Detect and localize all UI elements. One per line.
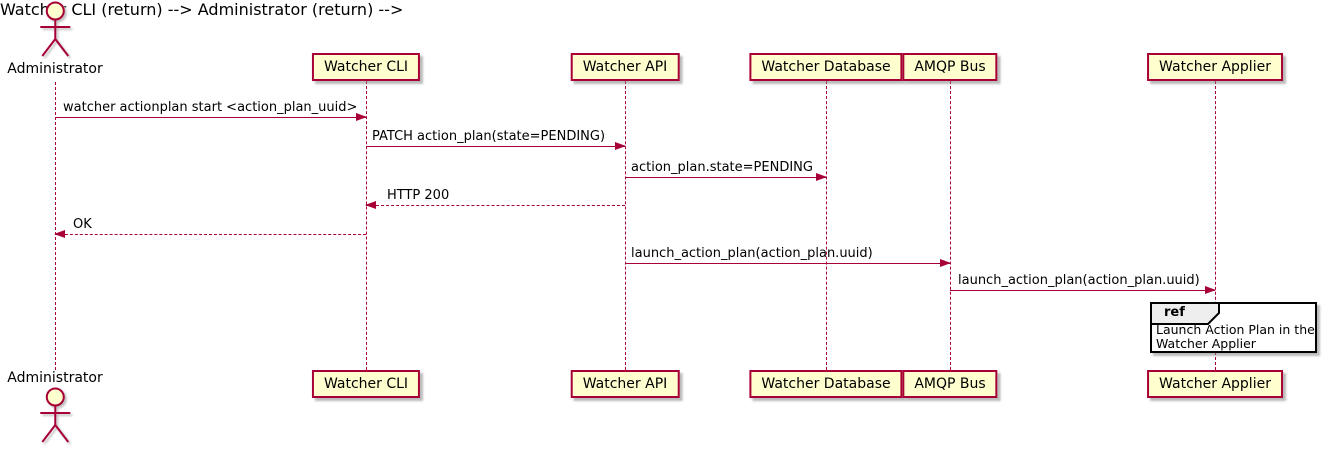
participant-watcher-cli-bottom: Watcher CLI: [311, 370, 421, 398]
participant-watcher-applier-top: Watcher Applier: [1147, 53, 1283, 81]
actor-administrator-bottom: Administrator: [7, 370, 103, 445]
message-line: [625, 173, 827, 181]
arrowhead-right-icon: [356, 113, 367, 121]
participant-watcher-cli-top: Watcher CLI: [311, 53, 421, 81]
message-label: OK: [73, 217, 92, 232]
ref-text-line1: Launch Action Plan in the: [1156, 322, 1315, 337]
actor-stick-figure-icon: [40, 387, 70, 443]
arrowhead-left-icon: [365, 201, 376, 209]
arrowhead-left-icon: [54, 230, 65, 238]
lifeline-watcher-api: [625, 81, 626, 370]
participant-watcher-api-bottom: Watcher API: [570, 370, 680, 398]
ref-text: Launch Action Plan in the Watcher Applie…: [1156, 323, 1315, 351]
lifeline-watcher-database: [826, 81, 827, 370]
lifeline-amqp-bus: [950, 81, 951, 370]
message-line: [950, 286, 1216, 294]
message-line: [365, 201, 625, 209]
actor-label: Administrator: [7, 61, 103, 77]
arrowhead-right-icon: [1205, 286, 1216, 294]
participant-watcher-applier-bottom: Watcher Applier: [1147, 370, 1283, 398]
arrowhead-right-icon: [940, 259, 951, 267]
message-line: [625, 259, 951, 267]
participant-amqp-bus-top: AMQP Bus: [902, 53, 998, 81]
lifeline-watcher-applier: [1215, 81, 1216, 370]
ref-text-line2: Watcher Applier: [1156, 336, 1256, 351]
message-label: PATCH action_plan(state=PENDING): [372, 129, 606, 144]
message-line: [366, 142, 626, 150]
arrowhead-right-icon: [816, 173, 827, 181]
ref-tab-icon: [1150, 302, 1220, 325]
participant-watcher-database-top: Watcher Database: [749, 53, 903, 81]
message-label: action_plan.state=PENDING: [631, 160, 813, 175]
ref-fragment: ref Launch Action Plan in the Watcher Ap…: [1150, 302, 1317, 353]
message-label: HTTP 200: [387, 188, 450, 203]
participant-watcher-database-bottom: Watcher Database: [749, 370, 903, 398]
actor-stick-figure-icon: [40, 1, 70, 57]
lifeline-watcher-cli: [366, 81, 367, 370]
lifeline-administrator: [55, 82, 56, 370]
participant-watcher-api-top: Watcher API: [570, 53, 680, 81]
ref-keyword: ref: [1164, 305, 1185, 320]
message-label: launch_action_plan(action_plan.uuid): [631, 246, 873, 261]
message-line: [55, 113, 367, 121]
message-line: [54, 230, 366, 238]
participant-amqp-bus-bottom: AMQP Bus: [902, 370, 998, 398]
message-label: watcher actionplan start <action_plan_uu…: [63, 100, 358, 115]
message-label: launch_action_plan(action_plan.uuid): [958, 273, 1200, 288]
arrowhead-right-icon: [615, 142, 626, 150]
actor-administrator-top: Administrator: [7, 1, 103, 77]
actor-label: Administrator: [7, 370, 103, 386]
